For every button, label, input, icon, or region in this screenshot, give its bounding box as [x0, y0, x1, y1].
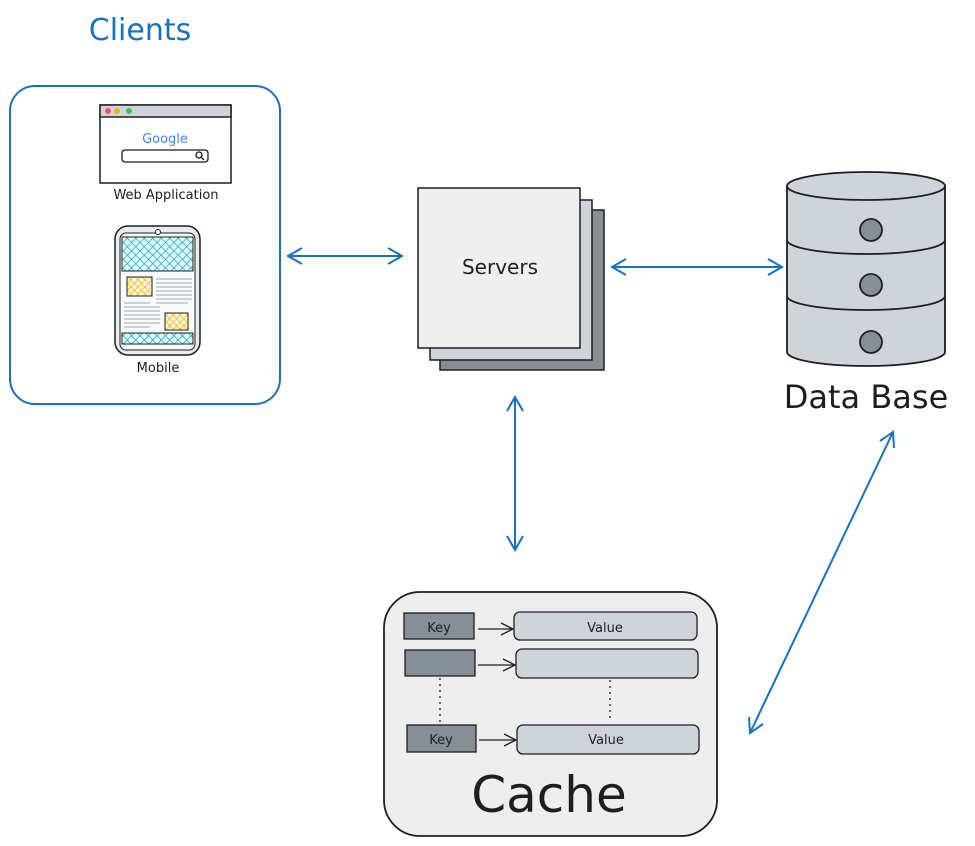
- servers-stack: Servers: [417, 187, 605, 371]
- database-label: Data Base: [784, 378, 949, 416]
- arrow-servers-cache: [506, 394, 524, 553]
- servers-label: Servers: [462, 255, 538, 279]
- mobile-phone: [114, 225, 201, 356]
- mobile-label: Mobile: [137, 361, 180, 376]
- close-dot-icon: [105, 108, 111, 114]
- cache-value: Value: [587, 621, 623, 636]
- arrow-cache-database: [748, 430, 895, 735]
- cache-key: Key: [429, 733, 453, 748]
- arrow-clients-servers: [285, 247, 405, 265]
- cache-label: Cache: [471, 766, 627, 824]
- cache-row: Key Value: [403, 611, 698, 641]
- browser-logo: Google: [142, 132, 188, 147]
- database-cylinder: [786, 171, 946, 367]
- camera-icon: [155, 229, 161, 235]
- search-icon: [195, 151, 205, 161]
- browser-window: Google: [99, 104, 232, 184]
- cache-value: Value: [588, 733, 624, 748]
- clients-group: Clients Google Web Application: [9, 13, 281, 405]
- maximize-dot-icon: [126, 108, 132, 114]
- cache-group: Key Value Key Value Cache: [383, 591, 718, 837]
- clients-title: Clients: [89, 13, 191, 48]
- arrow-servers-database: [609, 258, 785, 276]
- cache-row: Key Value: [406, 724, 700, 755]
- cache-key: Key: [427, 621, 451, 636]
- cache-row: [404, 648, 699, 679]
- web-application-label: Web Application: [113, 188, 218, 203]
- browser-search-box: [121, 149, 209, 163]
- filler-text-lines: [124, 278, 192, 328]
- minimize-dot-icon: [114, 108, 120, 114]
